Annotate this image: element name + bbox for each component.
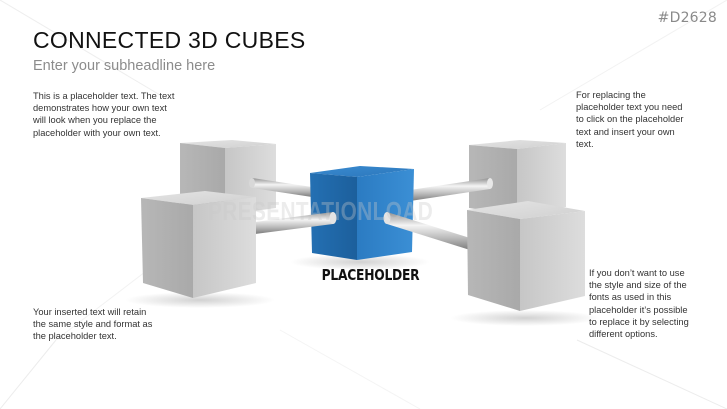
slide-id-label: #D2628 xyxy=(657,10,717,26)
slide-subtitle[interactable]: Enter your subheadline here xyxy=(33,58,216,74)
cube-front-left xyxy=(125,191,275,308)
watermark: PRESENTATIONLOAD xyxy=(208,196,434,226)
cube-front-right xyxy=(450,201,600,326)
rod-front-right xyxy=(383,212,470,250)
cube-back-right xyxy=(469,140,566,215)
text-block-top-left[interactable]: This is a placeholder text. The text dem… xyxy=(33,91,175,138)
text-block-top-right[interactable]: For replacing the placeholder text you n… xyxy=(576,90,684,149)
rod-front-left xyxy=(255,212,337,234)
slide-title[interactable]: CONNECTED 3D CUBES xyxy=(33,27,306,53)
rod-back-left xyxy=(249,178,312,197)
text-block-bottom-left[interactable]: Your inserted text will retain the same … xyxy=(33,307,153,342)
center-cube-label[interactable]: PLACEHOLDER xyxy=(321,266,420,284)
rod-back-right xyxy=(410,178,493,201)
text-block-bottom-right[interactable]: If you don’t want to use the style and s… xyxy=(589,268,689,340)
